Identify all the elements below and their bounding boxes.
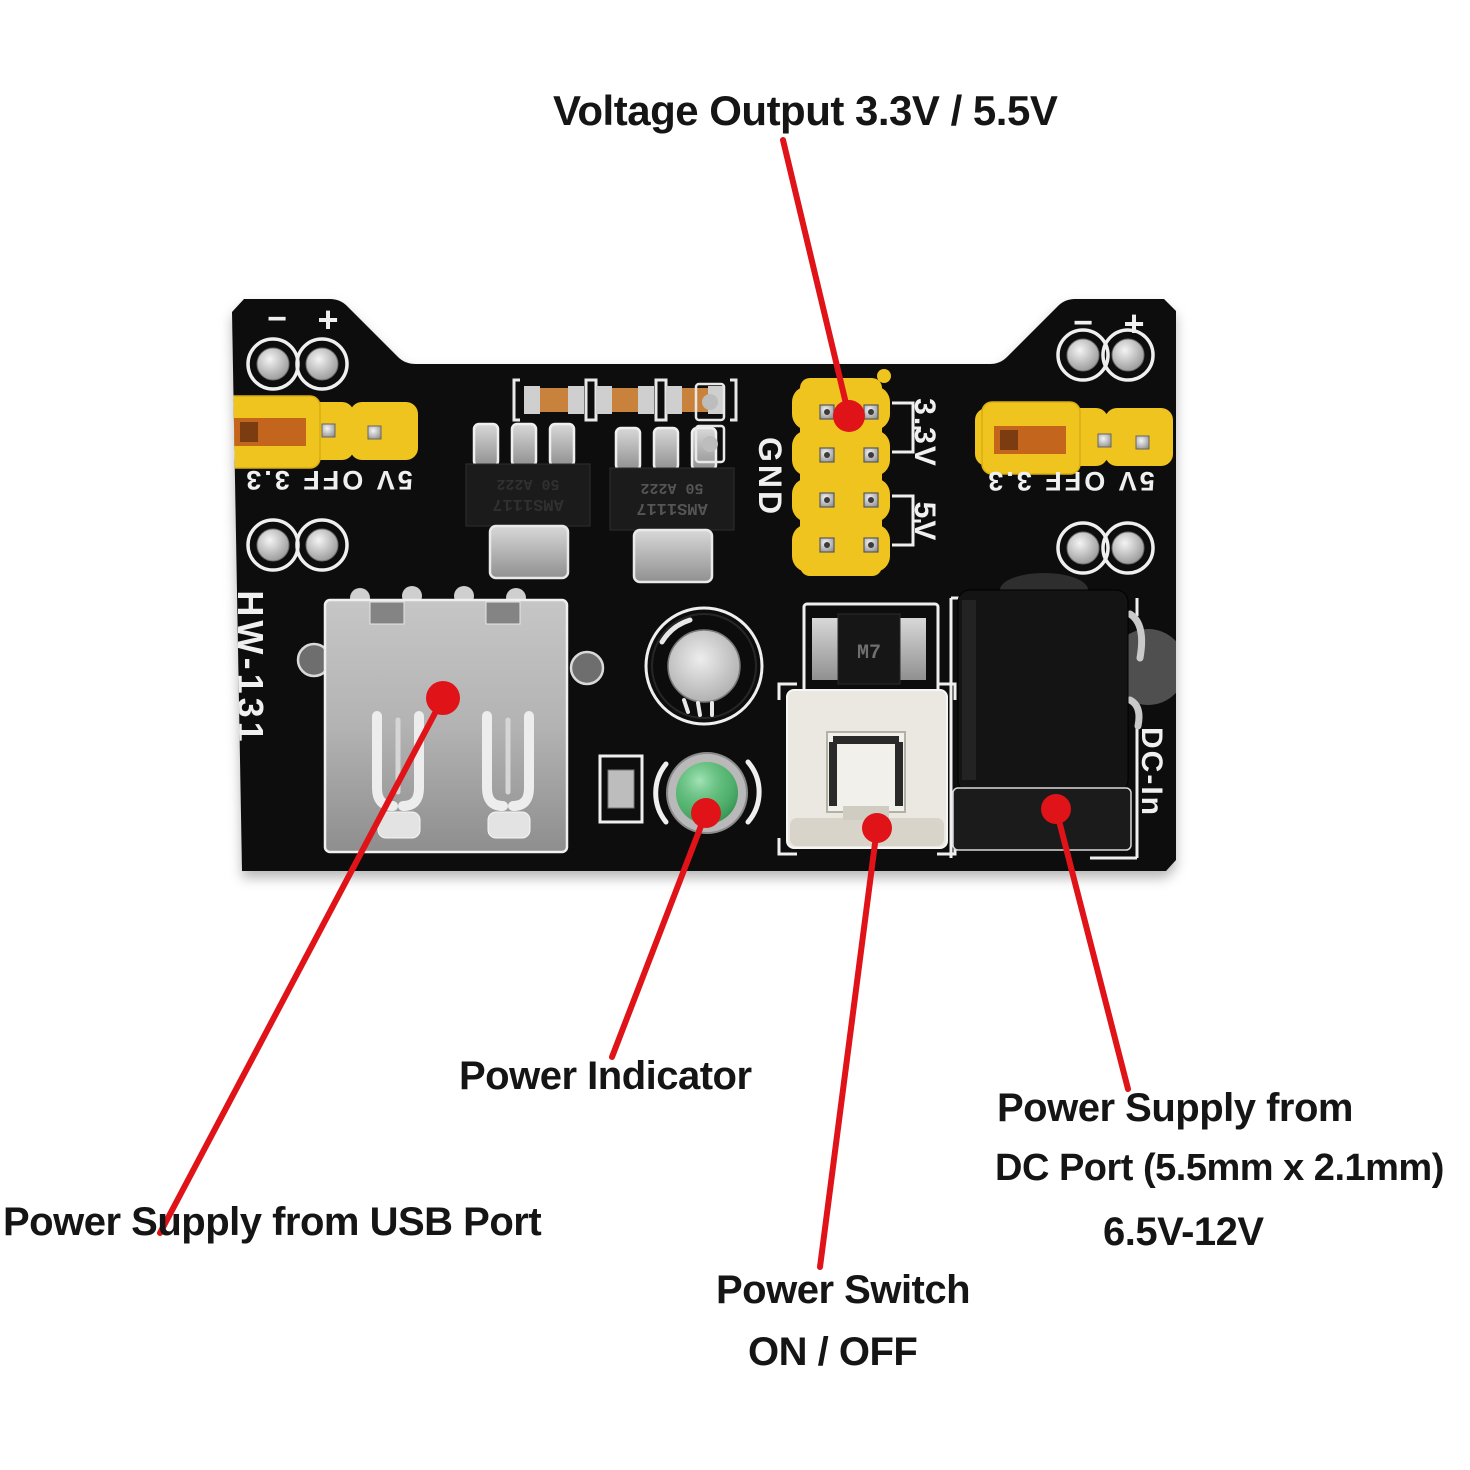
regulator-1: AMS1117 50 A222 [465,422,591,580]
switch-dot [862,813,892,843]
jumper-label-right: 5V OFF 3.3 [985,466,1155,496]
dc-mount-lug [1110,629,1176,705]
voltage-output-pointer-line [780,137,851,415]
left-power-rail-pads: − + [246,299,349,572]
annotation-lines [157,137,1131,1270]
voltage-output-dot [833,400,865,432]
switch-pointer-line [817,825,880,1270]
dc-supply-label-line3: 6.5V-12V [1103,1210,1264,1254]
plus-mark-right: + [1123,303,1144,344]
dc-supply-label-line1: Power Supply from [997,1086,1354,1130]
indicator-pointer-line [609,810,709,1060]
voltage-output-header: GND 3.3V 5V [752,369,941,576]
dc-supply-label-line2: DC Port (5.5mm x 2.1mm) [995,1147,1444,1189]
dc-dot [1041,794,1071,824]
voltage-jumper-right: 5V OFF 3.3 [975,401,1173,496]
usb-pointer-line [157,695,446,1236]
dc-pointer-line [1053,806,1131,1092]
rail-brackets [892,401,921,547]
diode-m7: M7 [802,602,940,696]
usb-connector [296,586,605,854]
regulator1-marking-line2: 50 A222 [496,475,559,492]
power-switch-onoff-label: ON / OFF [748,1330,918,1374]
minus-mark-right: − [1073,304,1093,342]
regulator-2: AMS1117 50 A222 [609,426,735,584]
dc-in-label: DC-In [1135,727,1168,817]
smd-component-box [598,754,644,824]
right-power-rail-pads: − + [1056,303,1155,575]
voltage-jumper-left: 5V OFF 3.3 [232,395,418,495]
model-label: HW-131 [230,590,271,745]
minus-mark-left: − [267,300,287,338]
usb-dot [426,681,460,715]
power-led [653,752,762,834]
power-switch-label: Power Switch [716,1268,971,1312]
usb-mount-right [569,650,605,686]
annotation-dots [426,400,1071,843]
indicator-dot [691,798,721,828]
pcb-board: − + − + [230,299,1176,871]
filter-capacitor [644,606,764,726]
smd-capacitors [694,382,726,464]
voltage-output-label: Voltage Output 3.3V / 5.5V [553,87,1058,134]
jumper-label-left: 5V OFF 3.3 [243,465,413,495]
rail-5-label: 5V [908,502,941,543]
usb-supply-label: Power Supply from USB Port [3,1200,542,1244]
dc-jack [949,573,1176,860]
plus-mark-left: + [317,299,338,340]
diode-marking: M7 [857,642,881,665]
gnd-label: GND [752,437,788,517]
power-indicator-label: Power Indicator [459,1054,752,1098]
regulator2-marking-line2: 50 A222 [640,479,703,496]
regulator1-marking-line1: AMS1117 [492,494,563,513]
regulator2-marking-line1: AMS1117 [636,498,707,517]
rail-33-label: 3.3V [908,398,941,468]
